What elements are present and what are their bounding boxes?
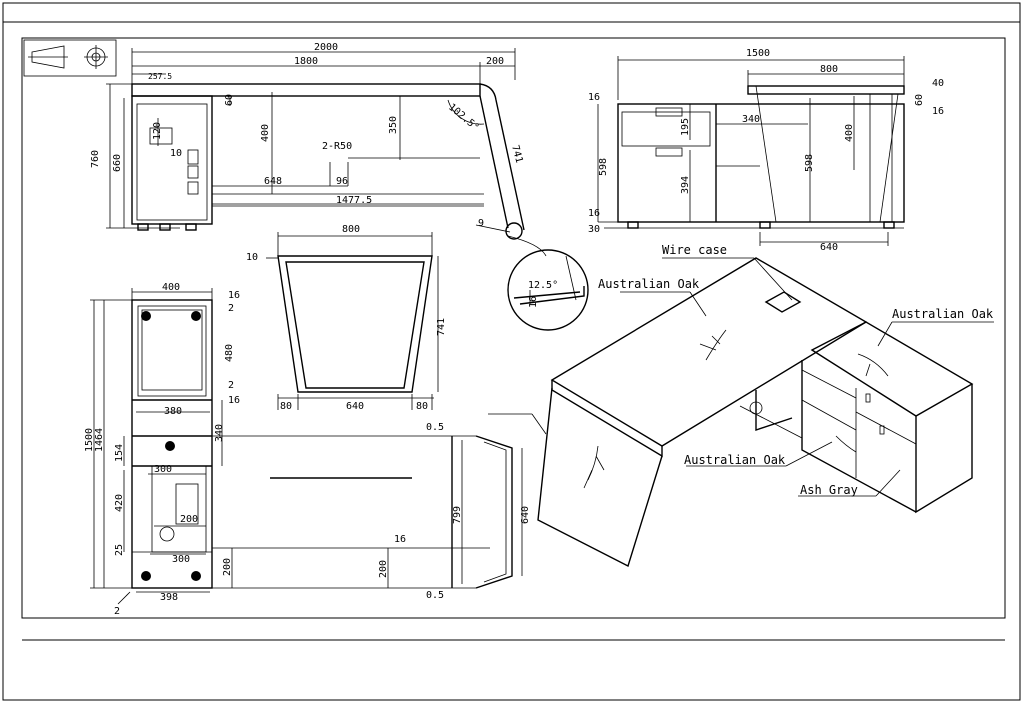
dim-598-mid: 598 [804, 154, 815, 172]
plan-dim-300-a: 300 [154, 464, 172, 475]
plan-dim-16-a: 16 [228, 290, 240, 301]
dim-741-leg: 741 [509, 144, 524, 164]
plan-dim-420: 420 [114, 494, 125, 512]
dim-16-right: 16 [932, 106, 944, 117]
plan-dim-200-c: 200 [378, 560, 389, 578]
dim-1800: 1800 [294, 56, 318, 67]
callout-wire-case: Wire case [662, 243, 727, 257]
plan-dim-480: 480 [224, 344, 235, 362]
dim-9: 9 [478, 218, 484, 229]
dim-1500-front: 1500 [746, 48, 770, 59]
plan-dim-0.5-a: 0.5 [426, 422, 444, 433]
dim-60-front: 60 [914, 94, 925, 106]
detail-angle: 12.5° [528, 280, 558, 291]
dim-60: 60 [224, 94, 235, 106]
dim-350: 350 [388, 116, 399, 134]
dim-30: 30 [588, 224, 600, 235]
leg-elevation-view: 800 10 741 80 640 80 [246, 224, 447, 412]
plan-view: 400 16 2 480 2 16 380 340 1500 1464 154 … [84, 282, 531, 617]
dim-radius: 2-R50 [322, 141, 352, 152]
dim-80-right: 80 [416, 401, 428, 412]
dim-660: 660 [112, 154, 123, 172]
callout-ash-gray: Ash Gray [800, 483, 858, 497]
dim-800-leg: 800 [342, 224, 360, 235]
plan-dim-16-b: 16 [228, 395, 240, 406]
plan-dim-200-b: 200 [222, 558, 233, 576]
plan-dim-2-b: 2 [228, 380, 234, 391]
foot-detail-view: 12.5° 16 [507, 249, 589, 331]
plan-dim-640: 640 [520, 506, 531, 524]
isometric-view: Wire case Australian Oak Australian Oak … [488, 243, 994, 568]
dim-200-top: 200 [486, 56, 504, 67]
dim-640-leg: 640 [346, 401, 364, 412]
dim-400-front: 400 [844, 124, 855, 142]
dim-96: 96 [336, 176, 348, 187]
side-elevation-view: 2000 1800 200 257.5 760 660 60 400 120 1… [90, 42, 547, 257]
dim-640-front: 640 [820, 242, 838, 253]
dim-648: 648 [264, 176, 282, 187]
dim-2000: 2000 [314, 42, 338, 53]
dim-340-front: 340 [742, 114, 760, 125]
plan-dim-799: 799 [452, 506, 463, 524]
dim-598-left: 598 [598, 158, 609, 176]
plan-dim-380: 380 [164, 406, 182, 417]
dim-angle: 102.5° [446, 102, 481, 134]
plan-dim-398: 398 [160, 592, 178, 603]
dim-394: 394 [680, 176, 691, 194]
plan-dim-400: 400 [162, 282, 180, 293]
dim-1477: 1477.5 [336, 195, 372, 206]
callout-australian-oak-top: Australian Oak [598, 277, 700, 291]
plan-dim-25: 25 [114, 544, 125, 556]
callout-australian-oak-shelf: Australian Oak [684, 453, 786, 467]
callout-australian-oak-right: Australian Oak [892, 307, 994, 321]
plan-dim-16-c: 16 [394, 534, 406, 545]
dim-257: 257.5 [148, 72, 172, 81]
drawing-frame [21, 37, 1006, 619]
plan-dim-0.5-b: 0.5 [426, 590, 444, 601]
plan-dim-2-a: 2 [228, 303, 234, 314]
dim-741-legview: 741 [436, 318, 447, 336]
dim-40: 40 [932, 78, 944, 89]
plan-dim-1500: 1500 [84, 428, 95, 452]
dim-120: 120 [152, 122, 163, 140]
front-elevation-view: 1500 800 40 60 16 16 16 340 195 598 598 … [588, 48, 944, 253]
projection-symbol [23, 39, 117, 77]
dim-80-left: 80 [280, 401, 292, 412]
dim-16-topleft: 16 [588, 92, 600, 103]
plan-dim-300-b: 300 [172, 554, 190, 565]
dim-400: 400 [260, 124, 271, 142]
dim-10-leg: 10 [246, 252, 258, 263]
dim-760: 760 [90, 150, 101, 168]
plan-dim-340: 340 [214, 424, 225, 442]
dim-16-botleft: 16 [588, 208, 600, 219]
plan-dim-200-a: 200 [180, 514, 198, 525]
detail-16: 16 [528, 296, 539, 308]
dim-800-front: 800 [820, 64, 838, 75]
dim-195: 195 [680, 118, 691, 136]
dim-10: 10 [170, 148, 182, 159]
plan-dim-1464: 1464 [94, 428, 105, 452]
plan-dim-2-c: 2 [114, 606, 120, 617]
plan-dim-154: 154 [114, 444, 125, 462]
